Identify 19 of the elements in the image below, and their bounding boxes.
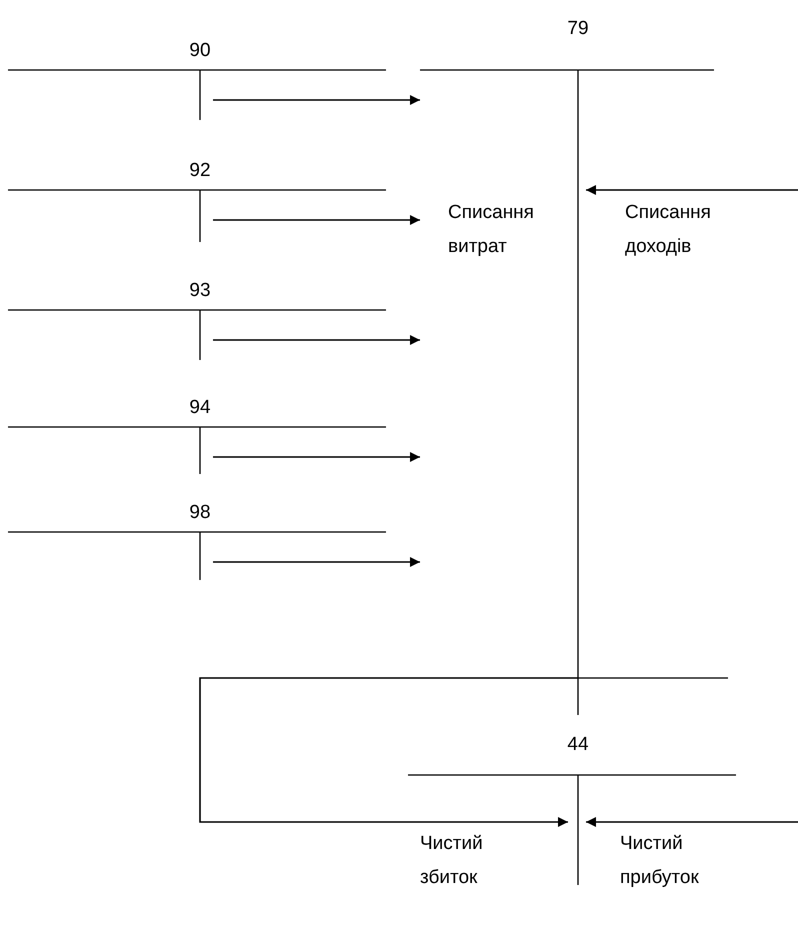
account-number: 44 bbox=[567, 734, 589, 756]
account-number: 92 bbox=[189, 160, 211, 182]
account-number: 94 bbox=[189, 397, 211, 419]
arrow bbox=[586, 817, 798, 827]
arrow bbox=[213, 95, 420, 105]
account-number: 98 bbox=[189, 502, 211, 524]
entry-caption: Списання витрат bbox=[448, 201, 535, 259]
entry-caption: Чистий прибуток bbox=[620, 832, 700, 890]
account-number: 93 bbox=[189, 280, 211, 302]
arrow bbox=[213, 215, 420, 225]
arrow bbox=[213, 557, 420, 567]
arrow bbox=[213, 335, 420, 345]
entry-caption: Чистий збиток bbox=[420, 832, 484, 890]
arrow bbox=[199, 677, 578, 827]
account-number: 79 bbox=[567, 18, 589, 40]
arrow bbox=[213, 452, 420, 462]
account-number: 90 bbox=[189, 40, 211, 62]
arrow bbox=[586, 185, 798, 195]
entry-caption: Списання доходів bbox=[625, 201, 712, 259]
